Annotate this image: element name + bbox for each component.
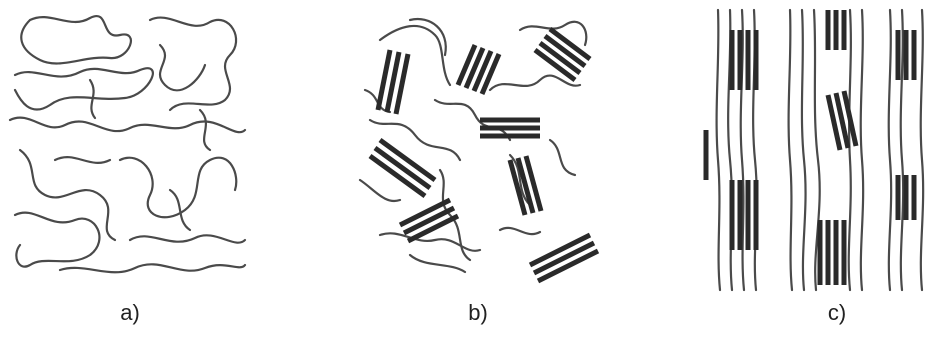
panel-a-caption: a) [100, 300, 160, 326]
panel-b-caption: b) [448, 300, 508, 326]
panel-a-amorphous [0, 0, 260, 300]
panel-c-caption: c) [807, 300, 867, 326]
amorphous-chains-drawing [0, 0, 260, 300]
oriented-chains-drawing [700, 0, 936, 300]
panel-c-oriented [700, 0, 936, 300]
panel-b-semicrystalline [340, 0, 600, 300]
semicrystalline-chains-drawing [340, 0, 600, 300]
